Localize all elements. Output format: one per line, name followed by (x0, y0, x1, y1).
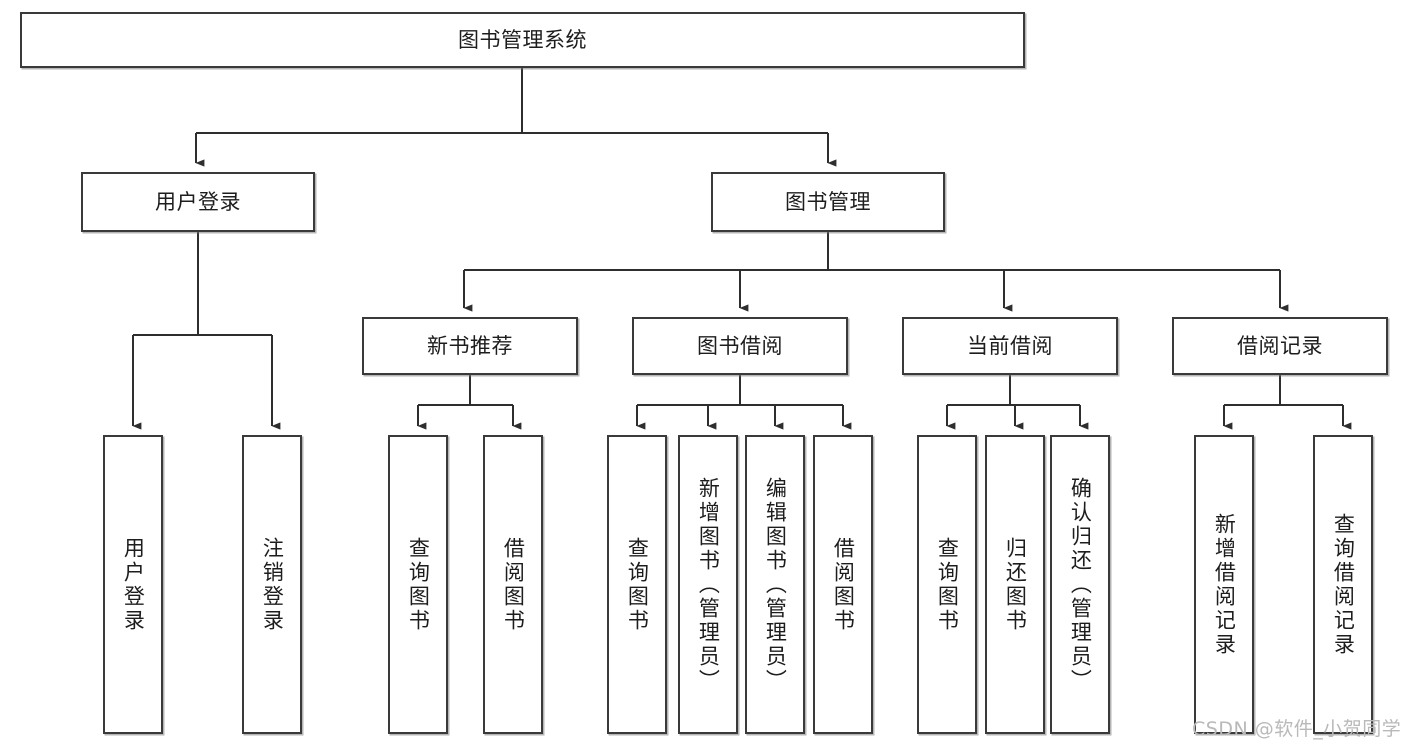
node-new-book-recommend-label: 新书推荐 (427, 333, 513, 358)
node-leaf-query-book-3[interactable]: 查询图书 (917, 435, 977, 734)
csdn-watermark: CSDN @软件_小贺同学 (1192, 718, 1402, 740)
node-leaf-query-book-3-label: 查询图书 (935, 536, 960, 633)
node-book-borrow-label: 图书借阅 (697, 333, 783, 358)
node-user-login-label: 用户登录 (155, 189, 241, 214)
node-leaf-query-book-2[interactable]: 查询图书 (607, 435, 667, 734)
node-leaf-confirm-return-label: 确认归还（管理员） (1068, 476, 1093, 693)
node-book-borrow[interactable]: 图书借阅 (632, 317, 848, 375)
node-leaf-confirm-return[interactable]: 确认归还（管理员） (1050, 435, 1110, 734)
node-current-borrow[interactable]: 当前借阅 (902, 317, 1118, 375)
node-leaf-return-book-label: 归还图书 (1003, 536, 1028, 633)
node-book-management-label: 图书管理 (785, 189, 871, 214)
node-leaf-query-record-label: 查询借阅记录 (1331, 512, 1356, 657)
node-leaf-borrow-book-1[interactable]: 借阅图书 (483, 435, 543, 734)
node-leaf-return-book[interactable]: 归还图书 (985, 435, 1045, 734)
node-root-label: 图书管理系统 (458, 27, 587, 52)
node-user-login[interactable]: 用户登录 (81, 172, 315, 232)
node-leaf-add-record[interactable]: 新增借阅记录 (1194, 435, 1254, 734)
node-leaf-user-logout[interactable]: 注销登录 (242, 435, 302, 734)
node-leaf-add-book[interactable]: 新增图书（管理员） (678, 435, 738, 734)
node-leaf-query-book-1-label: 查询图书 (406, 536, 431, 633)
node-leaf-add-record-label: 新增借阅记录 (1212, 512, 1237, 657)
node-leaf-borrow-book-2-label: 借阅图书 (831, 536, 856, 633)
node-current-borrow-label: 当前借阅 (967, 333, 1053, 358)
node-borrow-record-label: 借阅记录 (1237, 333, 1323, 358)
node-leaf-borrow-book-1-label: 借阅图书 (501, 536, 526, 633)
node-leaf-user-login[interactable]: 用户登录 (103, 435, 163, 734)
node-leaf-borrow-book-2[interactable]: 借阅图书 (813, 435, 873, 734)
node-leaf-user-logout-label: 注销登录 (260, 536, 285, 633)
node-new-book-recommend[interactable]: 新书推荐 (362, 317, 578, 375)
node-book-management[interactable]: 图书管理 (711, 172, 945, 232)
node-leaf-edit-book-label: 编辑图书（管理员） (763, 476, 788, 693)
node-borrow-record[interactable]: 借阅记录 (1172, 317, 1388, 375)
node-leaf-query-record[interactable]: 查询借阅记录 (1313, 435, 1373, 734)
node-leaf-user-login-label: 用户登录 (121, 536, 146, 633)
node-leaf-add-book-label: 新增图书（管理员） (696, 476, 721, 693)
node-leaf-query-book-1[interactable]: 查询图书 (388, 435, 448, 734)
node-leaf-query-book-2-label: 查询图书 (625, 536, 650, 633)
node-leaf-edit-book[interactable]: 编辑图书（管理员） (745, 435, 805, 734)
node-root[interactable]: 图书管理系统 (20, 12, 1025, 68)
